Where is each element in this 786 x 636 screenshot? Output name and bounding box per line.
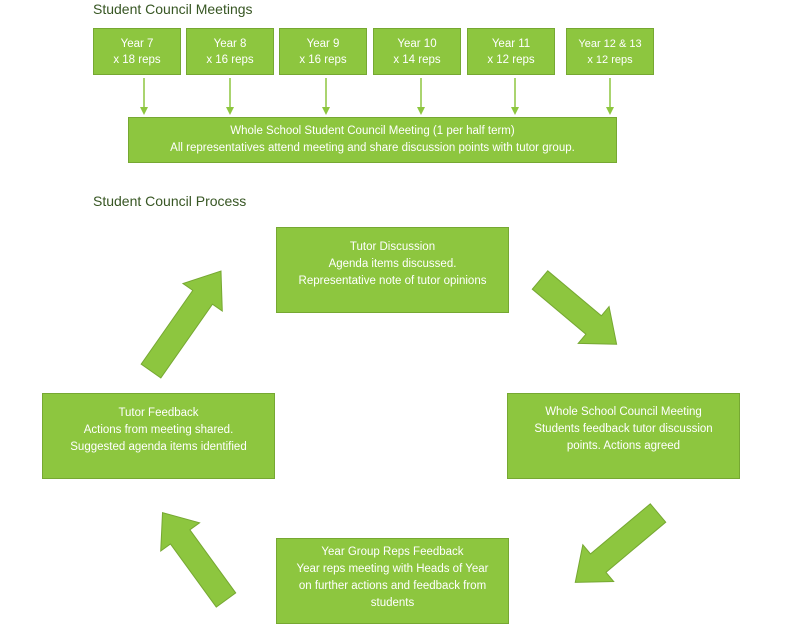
tutor-discussion-line3: Representative note of tutor opinions [298,275,487,287]
whole-school-meeting-box: Whole School Student Council Meeting (1 … [128,117,617,163]
meetings-title: Student Council Meetings [93,1,253,17]
year-name: Year 7 [120,37,154,50]
tutor-feedback-line3: Suggested agenda items identified [70,441,247,453]
cycle-arrow-up-left [160,511,237,608]
year-reps: x 16 reps [206,53,254,66]
year-group-reps-box: Year Group Reps Feedback Year reps meeti… [276,538,509,624]
cycle-arrow-up-right [140,270,223,379]
process-title: Student Council Process [93,193,247,209]
year-reps: x 12 reps [487,53,535,66]
year-reps: x 18 reps [113,53,161,66]
year-reps: x 14 reps [393,53,441,66]
year-name: Year 9 [306,37,340,50]
cycle-arrow-down-right [531,270,618,345]
year-group-line3: on further actions and feedback from [298,580,487,592]
whole-school-council-line1: Whole School Council Meeting [545,406,702,418]
tutor-feedback-line1: Tutor Feedback [118,407,199,419]
year-name: Year 12 & 13 [578,37,642,50]
whole-school-council-line2: Students feedback tutor discussion [534,423,713,435]
year-group-line4: students [370,597,415,609]
year-box-12-13: Year 12 & 13 x 12 reps [566,28,654,75]
whole-school-line2: All representatives attend meeting and s… [170,142,575,154]
year-name: Year 10 [397,37,437,50]
cycle-arrow-down-left [574,503,667,583]
year-reps: x 12 reps [587,53,633,66]
tutor-discussion-line1: Tutor Discussion [349,241,436,253]
whole-school-line1: Whole School Student Council Meeting (1 … [230,125,515,137]
year-group-line2: Year reps meeting with Heads of Year [296,563,489,575]
whole-school-council-line3: points. Actions agreed [566,440,681,452]
tutor-feedback-line2: Actions from meeting shared. [83,424,234,436]
year-box-9: Year 9 x 16 reps [279,28,367,75]
whole-school-council-box: Whole School Council Meeting Students fe… [507,393,740,479]
year-group-line1: Year Group Reps Feedback [321,546,464,558]
year-box-7: Year 7 x 18 reps [93,28,181,75]
year-name: Year 11 [491,37,531,50]
tutor-discussion-line2: Agenda items discussed. [328,258,457,270]
year-box-10: Year 10 x 14 reps [373,28,461,75]
year-reps: x 16 reps [299,53,347,66]
tutor-feedback-box: Tutor Feedback Actions from meeting shar… [42,393,275,479]
year-box-8: Year 8 x 16 reps [186,28,274,75]
tutor-discussion-box: Tutor Discussion Agenda items discussed.… [276,227,509,313]
year-box-11: Year 11 x 12 reps [467,28,555,75]
year-name: Year 8 [213,37,247,50]
